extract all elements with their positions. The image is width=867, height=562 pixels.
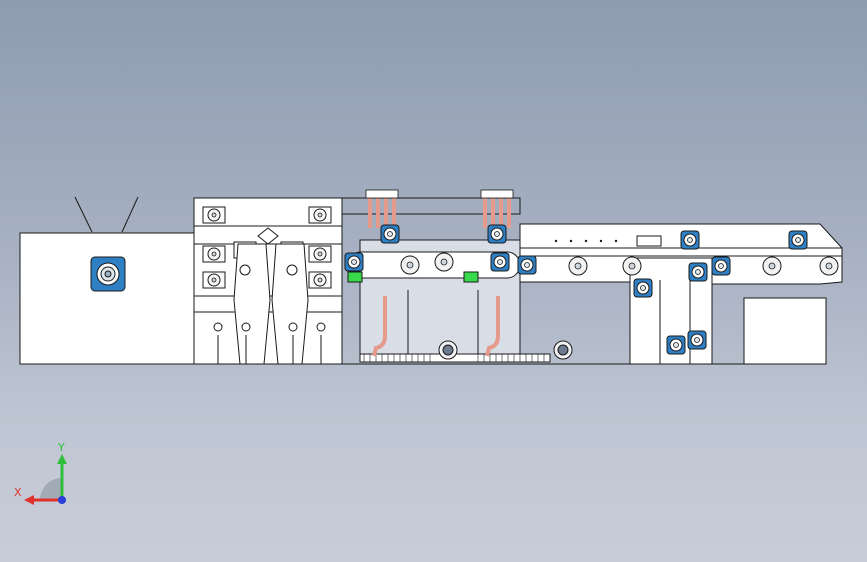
press-module (193, 197, 343, 365)
motor-1 (438, 340, 458, 360)
left-cabinet (19, 196, 195, 365)
left-bearing (90, 256, 126, 292)
conveyor (20, 223, 843, 365)
heater-section (341, 189, 573, 364)
x-axis-label: X (14, 486, 22, 499)
axis-triad (24, 454, 67, 505)
motor-2 (553, 340, 573, 360)
y-axis-label: Y (58, 441, 65, 454)
